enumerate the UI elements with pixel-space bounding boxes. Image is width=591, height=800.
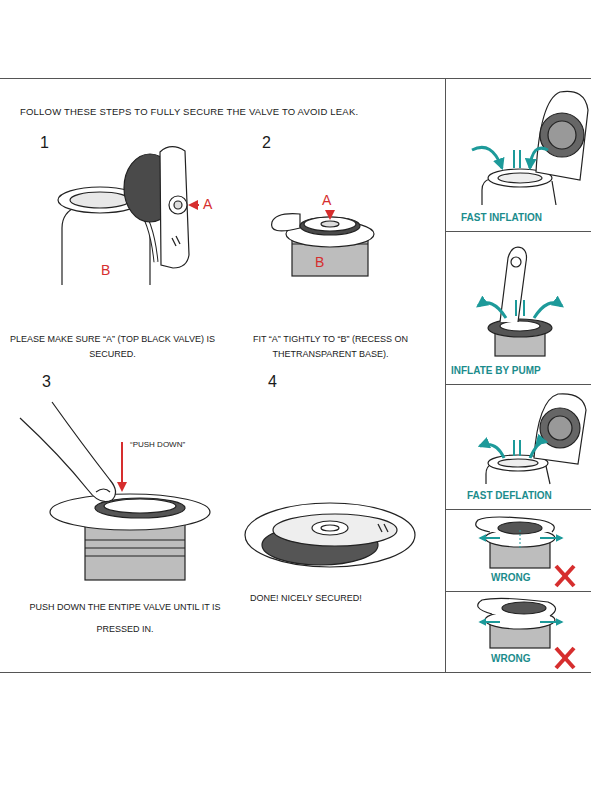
- fast-deflation-icon: [519, 440, 521, 456]
- cell-label: WRONG: [491, 572, 586, 584]
- fast-inflation-icon: [536, 91, 588, 180]
- step1-valve-open: [160, 147, 189, 268]
- step-number: 4: [268, 372, 277, 391]
- cell-label: INFLATE BY PUMP: [451, 365, 586, 377]
- pump-inflation-icon: [523, 300, 525, 316]
- step2-valve-fitted: [304, 217, 356, 231]
- step2-valve-fitted: [300, 217, 360, 235]
- wrong-fit-icon-2: [502, 602, 546, 614]
- part-letter: B: [315, 254, 324, 271]
- instruction-cell: FAST INFLATION: [445, 78, 591, 232]
- step3-push-down: [85, 555, 185, 556]
- fast-inflation-icon: [482, 179, 490, 205]
- instruction-cell: WRONG: [445, 592, 591, 673]
- step1-valve-open: [190, 204, 199, 206]
- step1-valve-open: [176, 236, 180, 244]
- wrong-fit-icon-2: [480, 621, 500, 623]
- fast-inflation-icon: [552, 181, 556, 205]
- wrong-fit-icon-1: [556, 566, 574, 586]
- instruction-cell: FAST DEFLATION: [445, 385, 591, 510]
- step4-secured: [378, 524, 382, 532]
- step1-valve-open: [172, 238, 176, 246]
- wrong-fit-icon-1: [520, 530, 521, 548]
- fast-deflation-icon: [480, 445, 504, 459]
- wrong-fit-icon-1: [480, 537, 500, 539]
- instruction-cell: WRONG: [445, 510, 591, 592]
- title: FOLLOW THESE STEPS TO FULLY SECURE THE V…: [20, 106, 358, 117]
- step1-valve-open: [174, 201, 182, 209]
- step4-secured: [273, 514, 397, 546]
- fast-deflation-icon: [548, 416, 572, 440]
- step1-valve-open: [70, 192, 130, 208]
- wrong-fit-icon-2: [540, 621, 562, 623]
- step4-secured: [312, 521, 348, 535]
- part-letter: A: [322, 192, 331, 209]
- step3-push-down: [85, 539, 185, 540]
- pump-inflation-icon: [488, 319, 552, 337]
- step3-push-down: [96, 489, 110, 492]
- step3-push-down: [104, 499, 176, 513]
- step2-valve-fitted: [321, 221, 339, 227]
- fast-inflation-icon: [513, 150, 515, 168]
- step3-push-down: [20, 402, 210, 580]
- cell-label: WRONG: [491, 653, 586, 665]
- step1-valve-open: [58, 147, 199, 285]
- wrong-fit-icon-2: [478, 598, 556, 616]
- callout-note: “PUSH DOWN”: [130, 440, 185, 450]
- part-letter: B: [101, 262, 110, 279]
- step1-valve-open: [62, 206, 78, 285]
- wrong-fit-icon-1: [556, 566, 574, 586]
- step4-secured: [321, 525, 339, 531]
- fast-inflation-icon: [530, 148, 548, 168]
- step3-push-down: [121, 442, 123, 490]
- wrong-fit-icon-1: [498, 522, 542, 534]
- step2-valve-fitted: [329, 210, 331, 218]
- fast-inflation-icon: [548, 121, 576, 149]
- frame-lines: [0, 78, 591, 79]
- pump-inflation-icon: [478, 247, 562, 356]
- step-number: 3: [42, 372, 51, 391]
- step4-secured: [384, 524, 388, 532]
- step-number: 1: [40, 133, 49, 152]
- fast-inflation-icon: [472, 147, 502, 168]
- fast-inflation-icon: [519, 150, 521, 168]
- part-letter: A: [203, 196, 212, 213]
- fast-deflation-icon: [534, 394, 586, 464]
- wrong-fit-icon-2: [556, 648, 574, 668]
- pump-inflation-icon: [500, 247, 527, 322]
- fast-inflation-icon: [472, 91, 588, 205]
- step3-push-down: [20, 402, 116, 502]
- instruction-cell: INFLATE BY PUMP: [445, 232, 591, 385]
- fast-deflation-icon: [513, 440, 515, 456]
- step2-valve-fitted: [272, 210, 374, 276]
- step-caption: PLEASE MAKE SURE “A” (TOP BLACK VALVE) I…: [10, 332, 215, 363]
- step-caption: PUSH DOWN THE ENTIPE VALVE UNTIL IT IS P…: [20, 597, 230, 640]
- fast-deflation-icon: [498, 459, 538, 467]
- cell-label: FAST DEFLATION: [467, 490, 586, 502]
- fast-deflation-icon: [530, 442, 546, 458]
- step-caption: FIT “A” TIGHTLY TO “B” (RECESS ON THETRA…: [218, 332, 443, 363]
- step1-valve-open: [169, 196, 187, 214]
- step3-push-down: [85, 547, 185, 548]
- step3-push-down: [50, 494, 210, 530]
- wrong-fit-icon-1: [540, 537, 562, 539]
- fast-deflation-icon: [546, 466, 550, 484]
- pump-inflation-icon: [511, 257, 521, 267]
- fast-deflation-icon: [480, 394, 586, 484]
- pump-inflation-icon: [478, 303, 506, 318]
- pump-inflation-icon: [500, 321, 540, 331]
- wrong-fit-icon-2: [556, 648, 574, 668]
- pump-inflation-icon: [534, 303, 562, 318]
- step-number: 2: [262, 133, 271, 152]
- step4-secured: [245, 503, 415, 567]
- pump-inflation-icon: [515, 300, 517, 316]
- fast-inflation-icon: [498, 173, 542, 183]
- step2-valve-fitted: [272, 214, 300, 231]
- cell-label: FAST INFLATION: [461, 212, 586, 224]
- step-caption: DONE! NICELY SECURED!: [250, 593, 435, 604]
- step4-secured: [245, 503, 415, 567]
- frame-lines: [0, 79, 591, 673]
